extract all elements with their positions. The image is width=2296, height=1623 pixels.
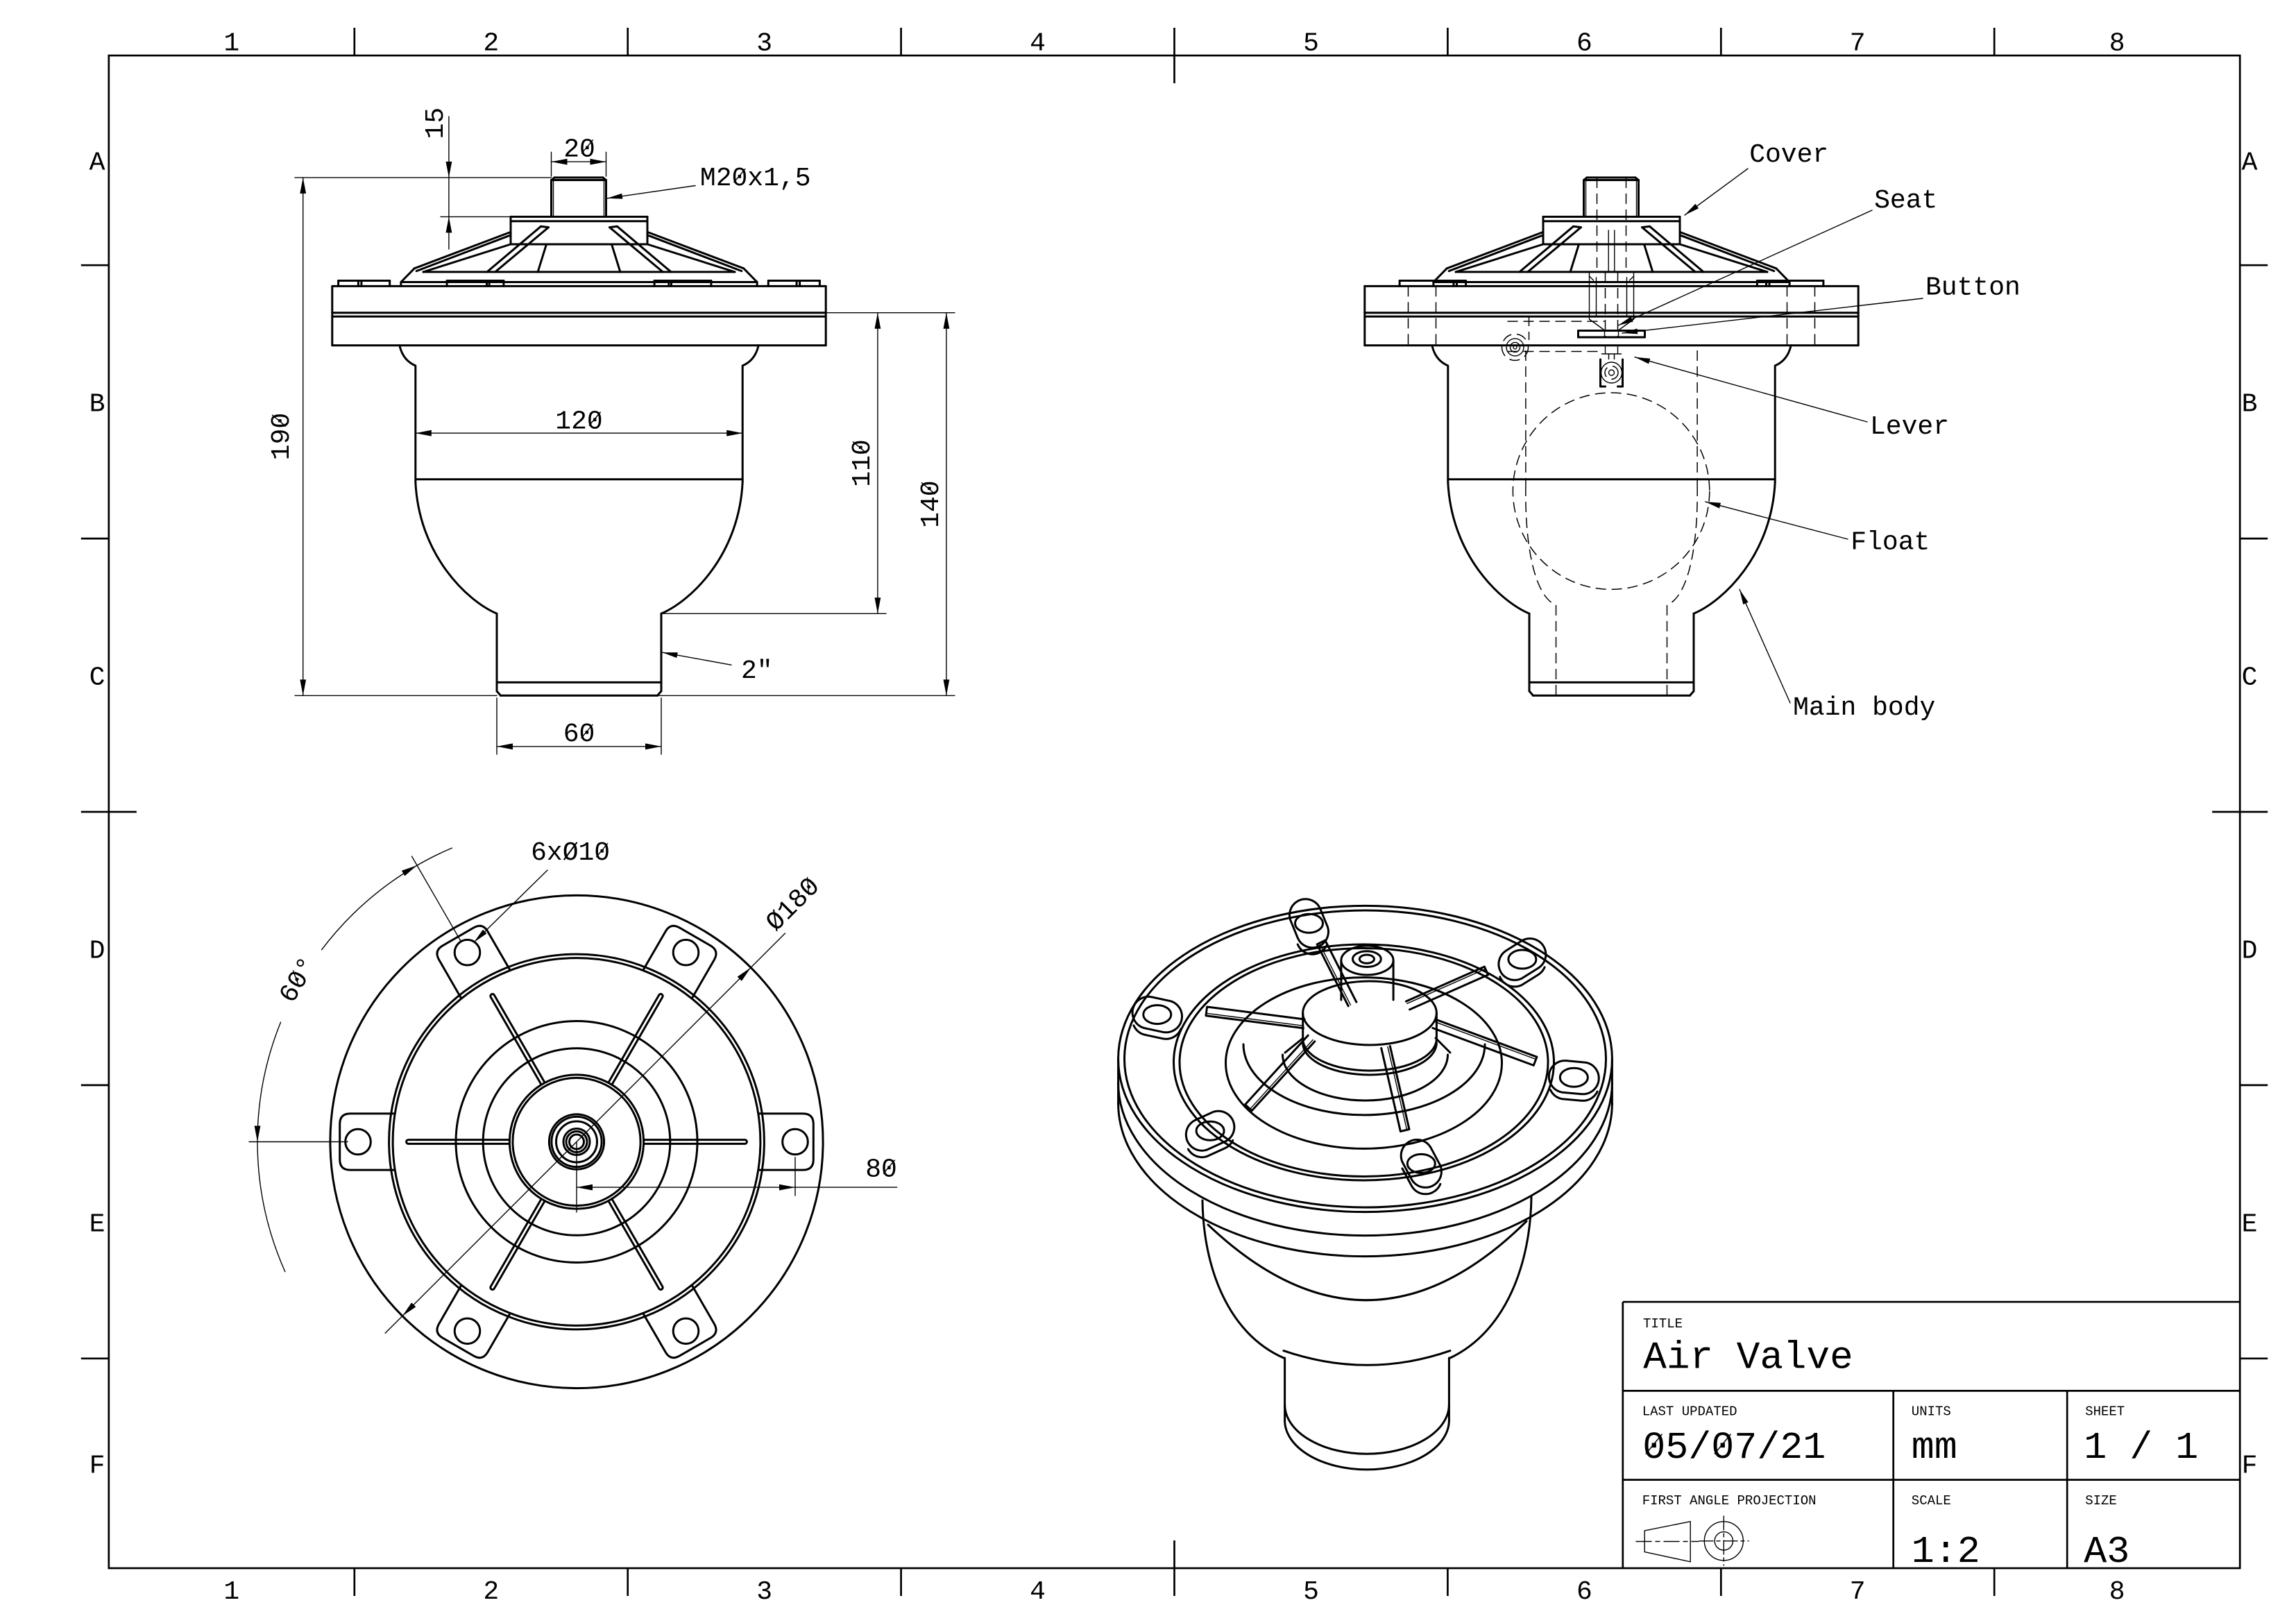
svg-text:Main body: Main body bbox=[1793, 693, 1935, 723]
svg-text:Lever: Lever bbox=[1870, 412, 1949, 442]
svg-text:4: 4 bbox=[1030, 29, 1046, 59]
svg-text:1 / 1: 1 / 1 bbox=[2084, 1426, 2198, 1470]
svg-text:20: 20 bbox=[563, 135, 595, 164]
svg-text:3: 3 bbox=[756, 1577, 772, 1607]
svg-text:Seat: Seat bbox=[1874, 186, 1937, 216]
svg-text:5: 5 bbox=[1303, 1577, 1319, 1607]
svg-text:8: 8 bbox=[2109, 29, 2125, 59]
svg-text:3: 3 bbox=[756, 29, 772, 59]
svg-text:6xØ10: 6xØ10 bbox=[531, 838, 610, 868]
svg-text:2: 2 bbox=[483, 29, 499, 59]
svg-text:1: 1 bbox=[223, 29, 239, 59]
svg-text:8: 8 bbox=[2109, 1577, 2125, 1607]
svg-text:SCALE: SCALE bbox=[1912, 1493, 1951, 1509]
svg-text:7: 7 bbox=[1850, 29, 1866, 59]
svg-text:mm: mm bbox=[1912, 1426, 1957, 1470]
svg-text:140: 140 bbox=[917, 480, 946, 527]
svg-text:SIZE: SIZE bbox=[2085, 1493, 2117, 1509]
svg-text:E: E bbox=[2242, 1209, 2258, 1239]
svg-text:110: 110 bbox=[848, 439, 878, 486]
svg-text:Cover: Cover bbox=[1749, 140, 1828, 170]
svg-text:C: C bbox=[90, 663, 105, 693]
svg-text:60: 60 bbox=[563, 720, 595, 749]
svg-text:UNITS: UNITS bbox=[1912, 1404, 1951, 1420]
svg-text:E: E bbox=[90, 1209, 105, 1239]
svg-text:120: 120 bbox=[555, 407, 602, 437]
svg-text:2: 2 bbox=[483, 1577, 499, 1607]
svg-text:15: 15 bbox=[421, 108, 451, 139]
svg-text:SHEET: SHEET bbox=[2085, 1404, 2125, 1420]
svg-text:D: D bbox=[90, 937, 105, 967]
svg-text:TITLE: TITLE bbox=[1643, 1316, 1683, 1332]
svg-text:FIRST ANGLE PROJECTION: FIRST ANGLE PROJECTION bbox=[1642, 1493, 1817, 1509]
svg-text:6: 6 bbox=[1576, 29, 1592, 59]
svg-text:F: F bbox=[90, 1451, 105, 1481]
svg-text:LAST UPDATED: LAST UPDATED bbox=[1642, 1404, 1737, 1420]
svg-text:1: 1 bbox=[223, 1577, 239, 1607]
svg-text:C: C bbox=[2242, 663, 2258, 693]
svg-text:190: 190 bbox=[267, 413, 297, 460]
svg-text:1:2: 1:2 bbox=[1912, 1530, 1980, 1574]
svg-text:4: 4 bbox=[1030, 1577, 1046, 1607]
svg-text:7: 7 bbox=[1850, 1577, 1866, 1607]
svg-text:M20x1,5: M20x1,5 bbox=[700, 164, 811, 194]
svg-text:A3: A3 bbox=[2084, 1530, 2129, 1574]
svg-text:05/07/21: 05/07/21 bbox=[1642, 1426, 1826, 1470]
svg-text:B: B bbox=[90, 390, 105, 420]
svg-text:2": 2" bbox=[741, 656, 773, 686]
svg-text:A: A bbox=[90, 148, 105, 178]
svg-text:D: D bbox=[2242, 937, 2258, 967]
svg-text:A: A bbox=[2242, 148, 2258, 178]
svg-text:Air Valve: Air Valve bbox=[1643, 1335, 1853, 1379]
svg-text:B: B bbox=[2242, 390, 2258, 420]
svg-text:5: 5 bbox=[1303, 29, 1319, 59]
svg-text:Button: Button bbox=[1925, 273, 2021, 303]
svg-text:6: 6 bbox=[1576, 1577, 1592, 1607]
svg-text:F: F bbox=[2242, 1451, 2258, 1481]
svg-text:80: 80 bbox=[865, 1155, 897, 1185]
svg-text:Float: Float bbox=[1851, 528, 1930, 558]
